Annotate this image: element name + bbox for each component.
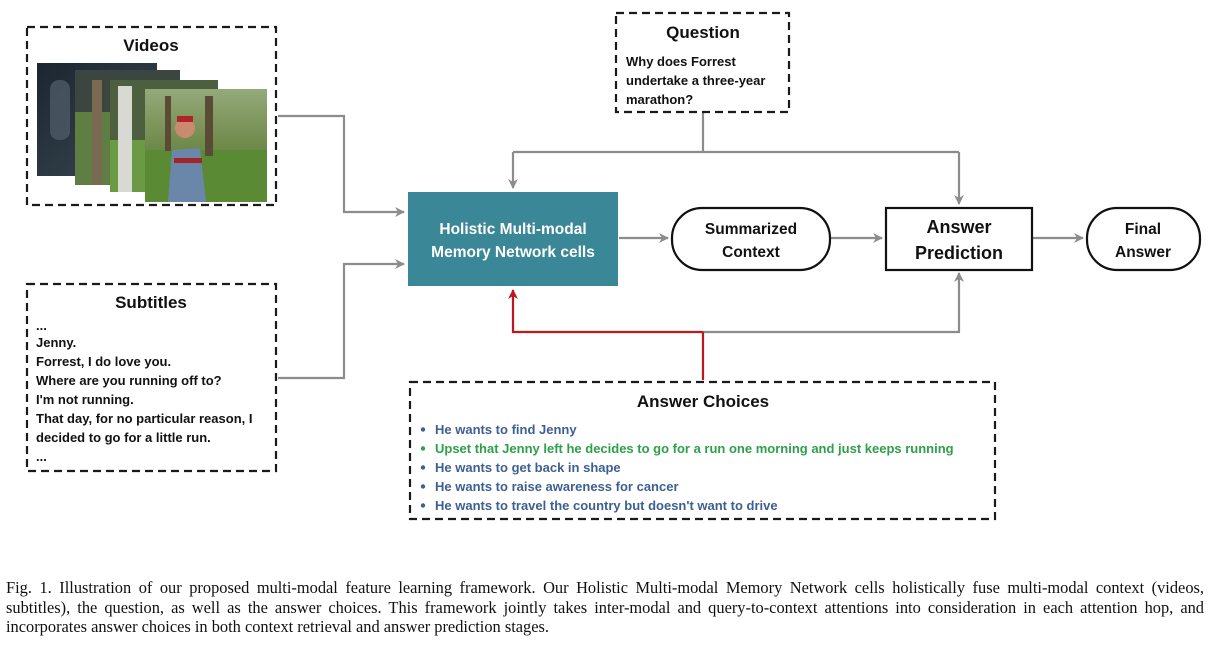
question-panel: Question Why does Forrest undertake a th… [614, 11, 791, 114]
answer-choice: He wants to raise awareness for cancer [435, 479, 679, 494]
videos-panel: Videos [25, 25, 278, 207]
choices-to-hmmn-connector [508, 289, 705, 380]
summarized-line-2: Context [722, 244, 780, 261]
subtitle-line-7: decided to go for a little run. [36, 430, 211, 445]
hmmn-cells-box: Holistic Multi-modal Memory Network cell… [408, 192, 618, 286]
video-frames-thumbnail [37, 63, 267, 202]
videos-to-hmmn-arrow [278, 114, 405, 217]
subtitle-line-8: ... [36, 449, 47, 464]
hmmn-line-1: Holistic Multi-modal [439, 221, 586, 238]
hmmn-line-2: Memory Network cells [431, 244, 595, 261]
choice-bullet [420, 465, 426, 470]
answer-choices-title: Answer Choices [637, 392, 769, 411]
choices-to-prediction-arrow [703, 272, 964, 334]
final-line-1: Final [1125, 221, 1161, 238]
subtitle-line-5: I'm not running. [36, 392, 134, 407]
subtitle-line-1: ... [36, 318, 47, 333]
final-line-2: Answer [1115, 244, 1171, 261]
summarized-line-1: Summarized [705, 221, 797, 238]
arrows [278, 113, 1084, 380]
subtitles-to-hmmn-arrow [278, 259, 405, 380]
answer-choice: He wants to find Jenny [435, 422, 577, 437]
subtitle-line-2: Jenny. [36, 335, 76, 350]
subtitles-panel: Subtitles ... Jenny. Forrest, I do love … [25, 282, 278, 473]
final-answer-box: Final Answer [1085, 206, 1202, 272]
subtitles-title: Subtitles [115, 293, 187, 312]
choice-bullet [420, 446, 426, 451]
answer-choice-correct: Upset that Jenny left he decides to go f… [435, 441, 954, 456]
subtitle-line-6: That day, for no particular reason, I [36, 411, 252, 426]
choices-to-hmmn-arrow [508, 289, 703, 334]
answer-choice: He wants to get back in shape [435, 460, 621, 475]
framework-diagram: Videos Question Why does Forrest underta… [25, 11, 1202, 521]
choice-bullet [420, 427, 426, 432]
question-line-1: Why does Forrest [626, 54, 736, 69]
choice-bullet [420, 503, 426, 508]
videos-title: Videos [123, 36, 178, 55]
choice-bullet [420, 484, 426, 489]
question-line-2: undertake a three-year [626, 73, 765, 88]
question-line-3: marathon? [626, 92, 693, 107]
question-title: Question [666, 23, 740, 42]
summarized-context-box: Summarized Context [670, 206, 832, 272]
figure-caption: Fig. 1. Illustration of our proposed mul… [6, 578, 1204, 636]
subtitle-line-3: Forrest, I do love you. [36, 354, 171, 369]
subtitle-line-4: Where are you running off to? [36, 373, 222, 388]
prediction-line-1: Answer [926, 217, 991, 237]
answer-choices-panel: Answer Choices He wants to find JennyUps… [408, 380, 997, 521]
answer-prediction-box: Answer Prediction [884, 206, 1034, 272]
answer-choice: He wants to travel the country but doesn… [435, 498, 778, 513]
prediction-line-2: Prediction [915, 243, 1003, 263]
